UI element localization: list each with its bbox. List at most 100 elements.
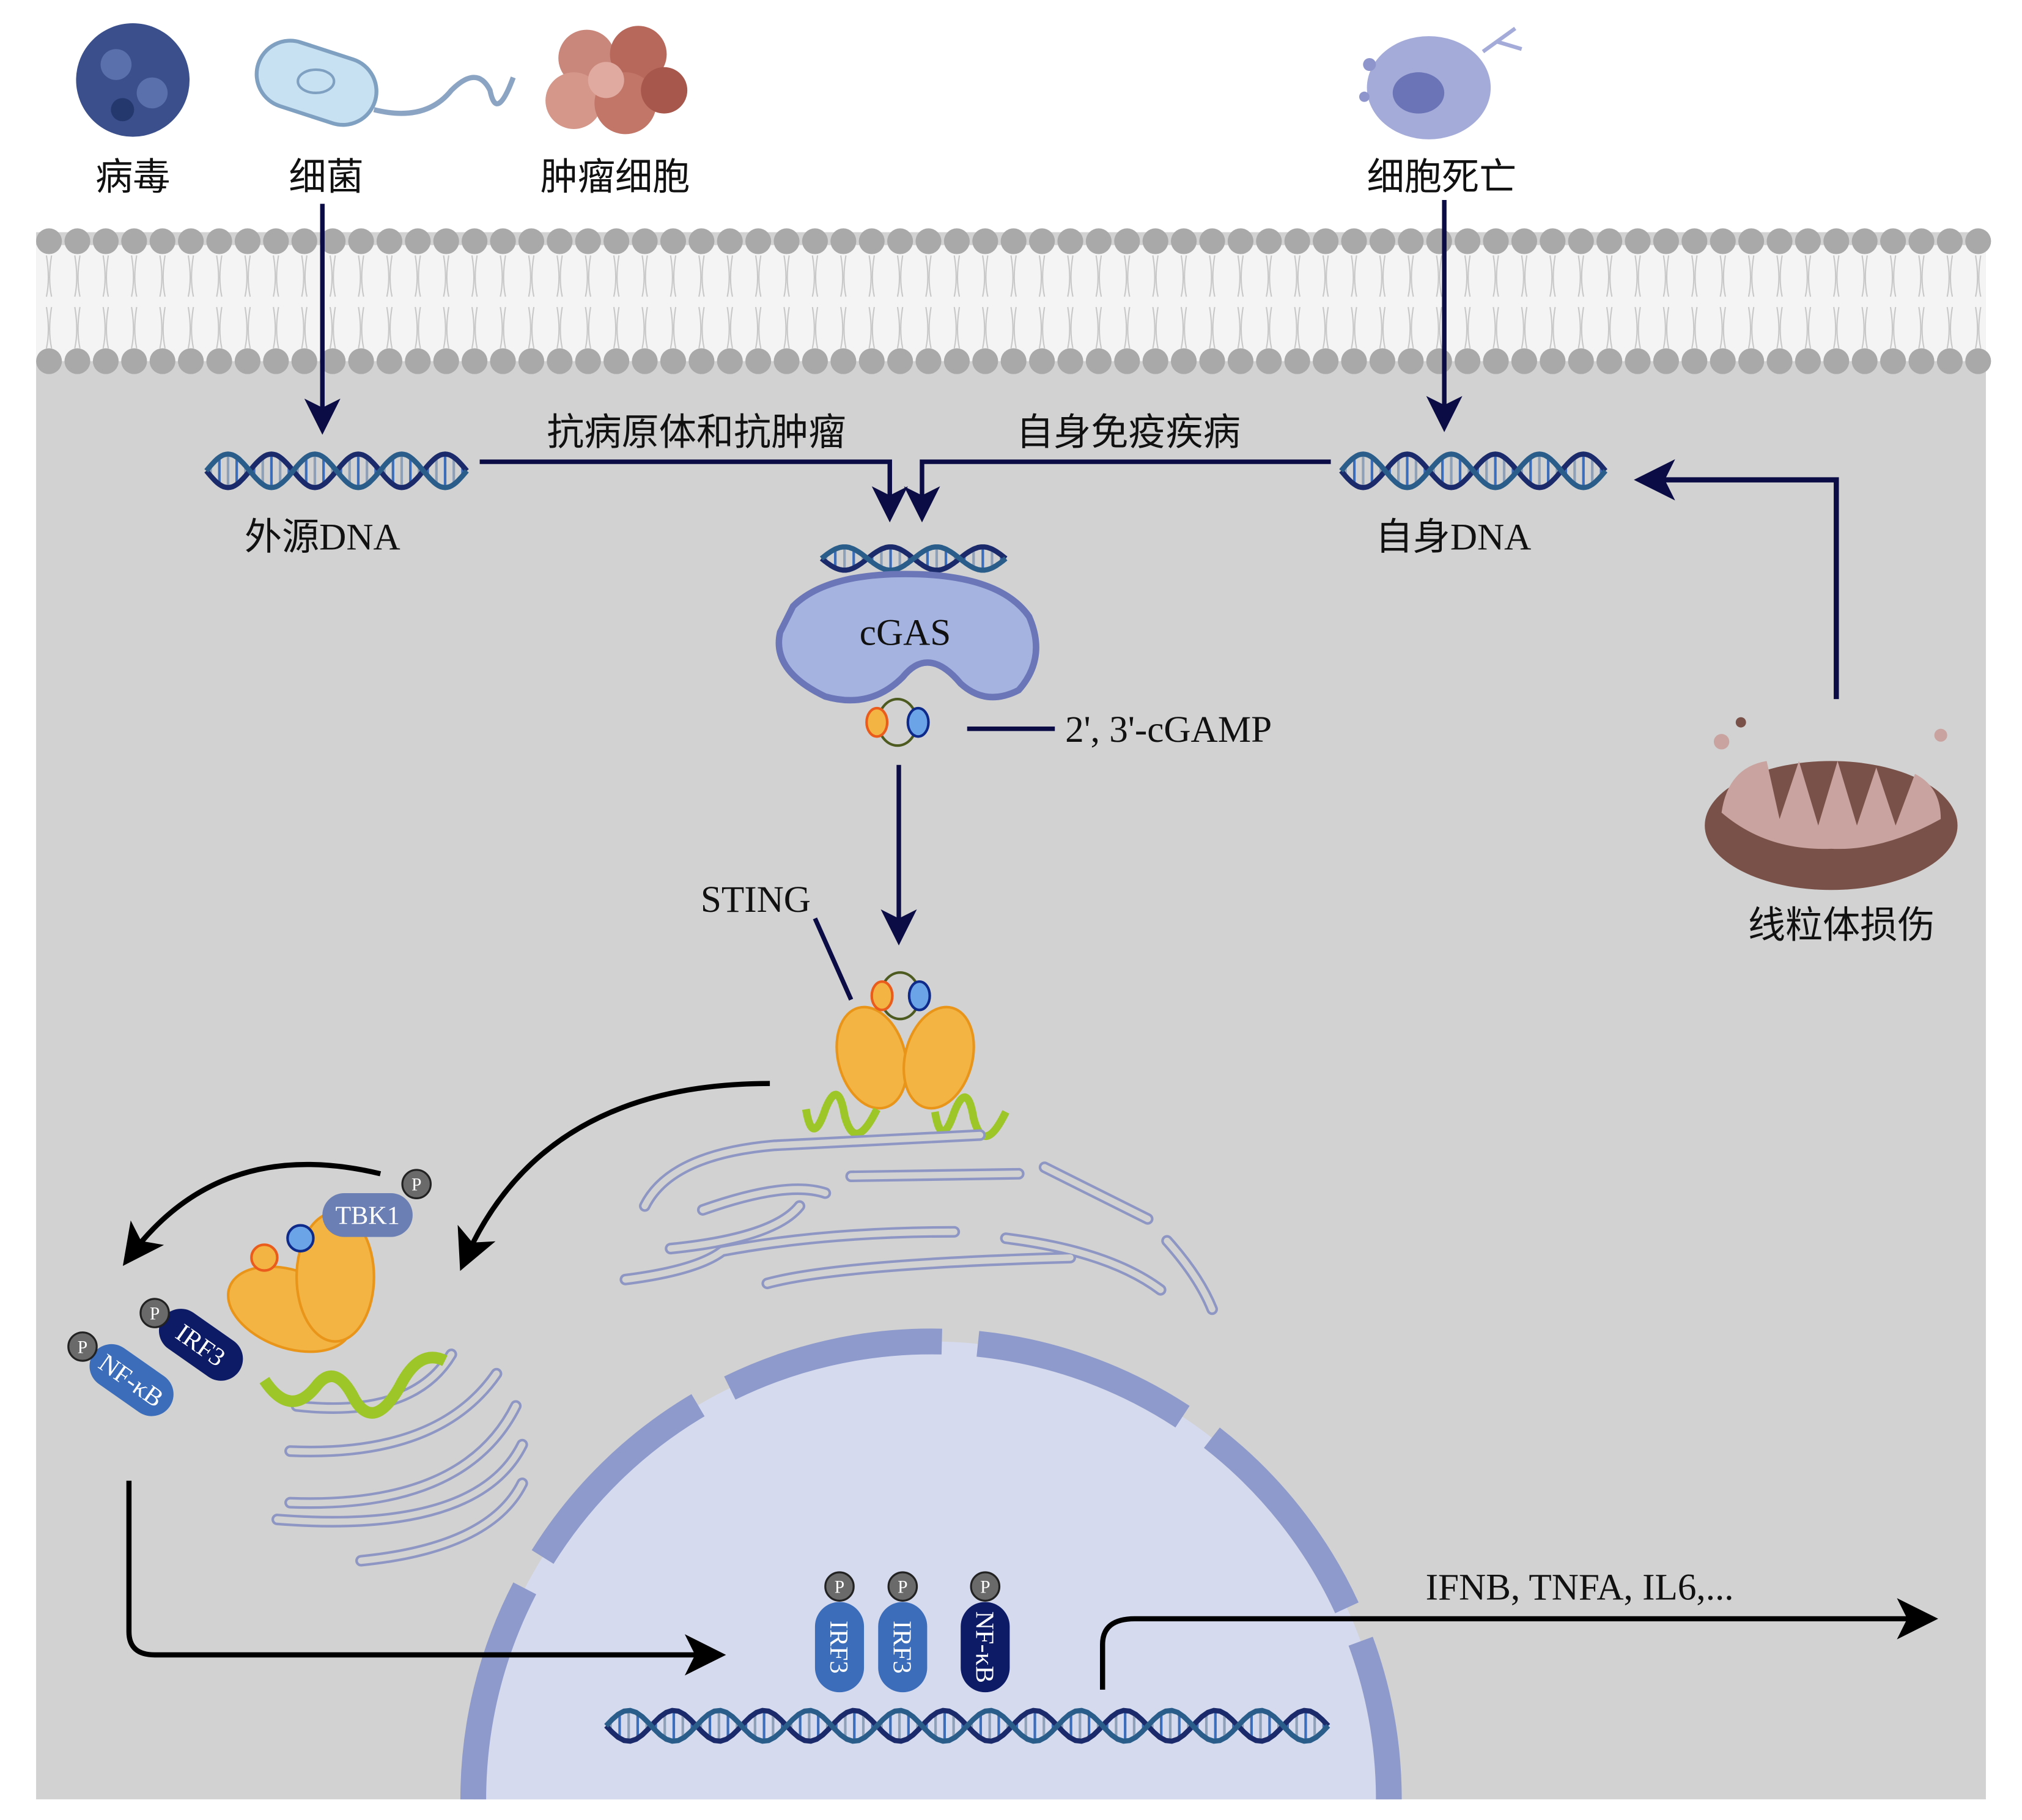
phospholipid-head [943, 228, 970, 254]
phospholipid-head [717, 228, 743, 254]
phospholipid-tail [755, 255, 762, 349]
phospholipid-head [348, 348, 374, 374]
phospholipid-tail [131, 255, 138, 349]
phospholipid-head [1965, 228, 1991, 254]
phospholipid-head [518, 348, 545, 374]
phospholipid-tail [1038, 255, 1046, 349]
phospholipid-tail [585, 255, 591, 349]
phospholipid-head [92, 348, 119, 374]
phospholipid-head [1823, 348, 1850, 374]
phospholipid-head [348, 228, 374, 254]
phospholipid-head [1313, 348, 1339, 374]
nuclear-irf3-1: IRF3 P [814, 1571, 865, 1693]
phospholipid-tail [45, 255, 53, 349]
bacteria-icon [254, 39, 516, 127]
nucleus [473, 1341, 1389, 1800]
phospholipid-head [1710, 348, 1736, 374]
phospholipid-head [1681, 348, 1708, 374]
svg-text:P: P [78, 1337, 87, 1357]
phospholipid-head [1057, 228, 1083, 254]
phospholipid-head [1568, 348, 1594, 374]
phospholipid-head [1341, 228, 1367, 254]
phospholipid-head [64, 228, 90, 254]
phospholipid-head [603, 228, 630, 254]
phospholipid-head [802, 228, 828, 254]
phospholipid-tail [1152, 255, 1159, 349]
mito-damage-label: 线粒体损伤 [1748, 904, 1935, 946]
phospholipid-head [376, 228, 403, 254]
phospholipid-tail [1464, 255, 1471, 349]
phospholipid-head [1738, 348, 1765, 374]
phospholipid-tail [613, 255, 620, 349]
phospholipid-head [320, 228, 346, 254]
phospholipid-head [462, 348, 488, 374]
phospholipid-head [887, 348, 913, 374]
tumor-cell-label: 肿瘤细胞 [541, 157, 690, 198]
phospholipid-head [1795, 228, 1821, 254]
phospholipid-head [717, 348, 743, 374]
phospholipid-head [263, 348, 289, 374]
phospholipid-head [1738, 228, 1765, 254]
phospholipid-head [1085, 228, 1112, 254]
phospholipid-head [1057, 348, 1083, 374]
phospholipid-head [178, 348, 204, 374]
phospholipid-head [1653, 228, 1679, 254]
phospholipid-head [1199, 228, 1225, 254]
phospholipid-tail [1889, 255, 1897, 349]
phospholipid-tail [1351, 255, 1357, 349]
phospholipid-head [1681, 228, 1708, 254]
phospholipid-tail [187, 255, 194, 349]
phospholipid-tail [1408, 255, 1414, 349]
phospholipid-head [660, 348, 687, 374]
phospholipid-tail [1804, 255, 1812, 349]
nfkb-phospho-icon: P [67, 1331, 98, 1362]
phospholipid-tail [868, 255, 875, 349]
phospholipid-head [1823, 228, 1850, 254]
phospholipid-head [632, 228, 658, 254]
phospholipid-head [376, 348, 403, 374]
cgas-label: cGAS [860, 612, 951, 654]
exogenous-dna-label: 外源DNA [245, 517, 400, 558]
nuclear-nfkb: NF-κB P [961, 1571, 1010, 1693]
phospholipid-tail [1691, 255, 1698, 349]
cgas-protein [775, 571, 1039, 704]
phospholipid-tail [415, 255, 421, 349]
phospholipid-head [575, 228, 601, 254]
svg-text:P: P [150, 1304, 160, 1324]
phospholipid-head [462, 228, 488, 254]
phospholipid-tail [500, 255, 506, 349]
svg-text:IRF3: IRF3 [888, 1621, 917, 1674]
phospholipid-tail [1521, 255, 1528, 349]
phospholipid-head [1426, 348, 1452, 374]
self-to-cgas-arrow [904, 459, 1331, 523]
phospholipid-head [1908, 348, 1935, 374]
phospholipid-head [943, 348, 970, 374]
phospholipid-head [1256, 348, 1282, 374]
virus-icon [76, 23, 190, 137]
phospholipid-head [1369, 348, 1395, 374]
phospholipid-head [632, 348, 658, 374]
phospholipid-head [433, 348, 459, 374]
sting-pointer [813, 917, 854, 1001]
phospholipid-head [206, 348, 232, 374]
phospholipid-head [36, 228, 62, 254]
phospholipid-head [1171, 348, 1197, 374]
phospholipid-tail [1237, 255, 1244, 349]
phospholipid-tail [1436, 255, 1442, 349]
phospholipid-tail [670, 255, 677, 349]
phospholipid-head [1199, 348, 1225, 374]
svg-text:P: P [898, 1578, 907, 1597]
cgamp-label: 2', 3'-cGAMP [1065, 709, 1272, 750]
phospholipid-head [1398, 348, 1424, 374]
phospholipid-tail [386, 255, 393, 349]
sting-dimer [802, 971, 1009, 1141]
phospholipid-head [1284, 228, 1310, 254]
dead-cell-icon [1359, 26, 1522, 139]
phospholipid-tail [641, 255, 648, 349]
dna-strand [819, 544, 1008, 573]
phospholipid-head [830, 228, 857, 254]
phospholipid-head [1455, 228, 1481, 254]
phospholipid-head [64, 348, 90, 374]
cell-membrane [36, 228, 1991, 374]
phospholipid-head [858, 228, 885, 254]
